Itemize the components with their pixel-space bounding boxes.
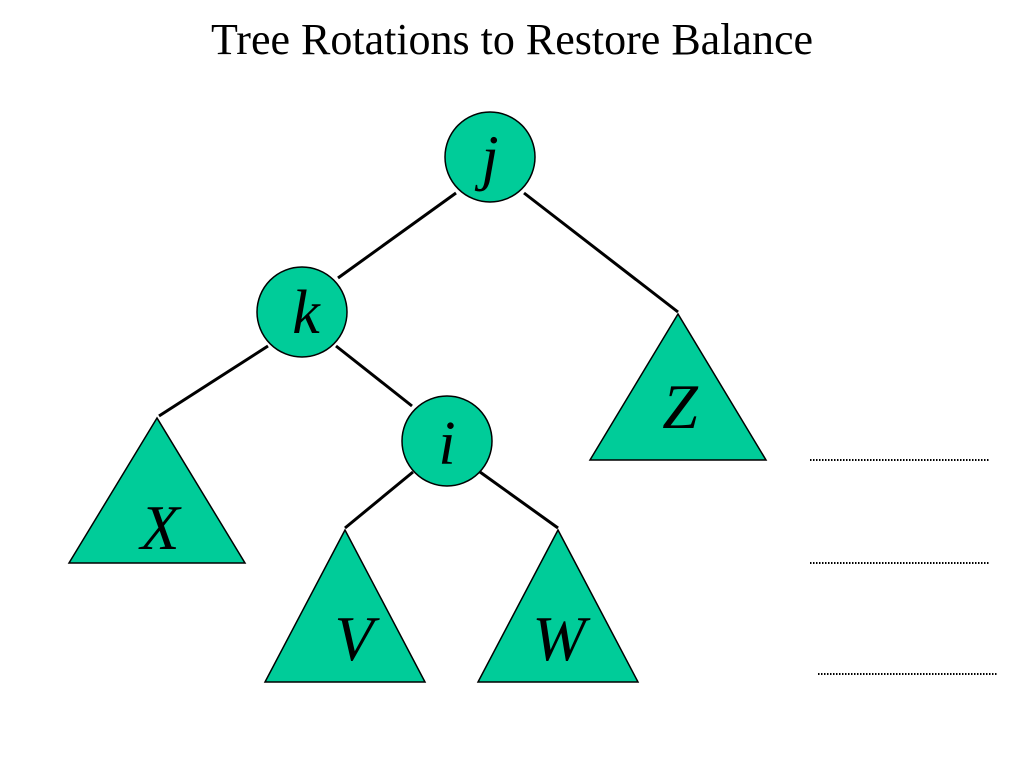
edge-k-i [335, 344, 413, 408]
subtree-x: X [67, 416, 247, 564]
subtree-z: Z [588, 312, 768, 461]
node-k-circle [256, 266, 348, 358]
subtree-v: V [263, 528, 427, 683]
subtree-x-triangle [67, 416, 247, 564]
subtree-v-triangle [263, 528, 427, 683]
edge-k-x [158, 344, 269, 418]
subtree-z-triangle [588, 312, 768, 461]
edge-i-w [479, 470, 559, 530]
node-j: j [444, 111, 536, 203]
subtree-w-triangle [476, 528, 640, 683]
subtree-w-label: W [532, 603, 591, 674]
edge-j-k [337, 191, 457, 280]
height-markers [810, 459, 998, 675]
slide-title: Tree Rotations to Restore Balance [210, 15, 814, 64]
subtree-x-label: X [137, 492, 182, 563]
node-i-circle [401, 395, 493, 487]
node-k-label: k [292, 279, 321, 347]
node-i: i [401, 395, 493, 487]
node-j-circle [444, 111, 536, 203]
tree-edges [158, 191, 679, 530]
node-i-label: i [438, 410, 455, 478]
subtree-z-label: Z [662, 371, 699, 442]
subtree-w: W [476, 528, 640, 683]
node-k: k [256, 266, 348, 358]
edge-j-z [523, 191, 679, 314]
edge-i-v [344, 470, 414, 530]
subtree-v-label: V [334, 603, 380, 674]
